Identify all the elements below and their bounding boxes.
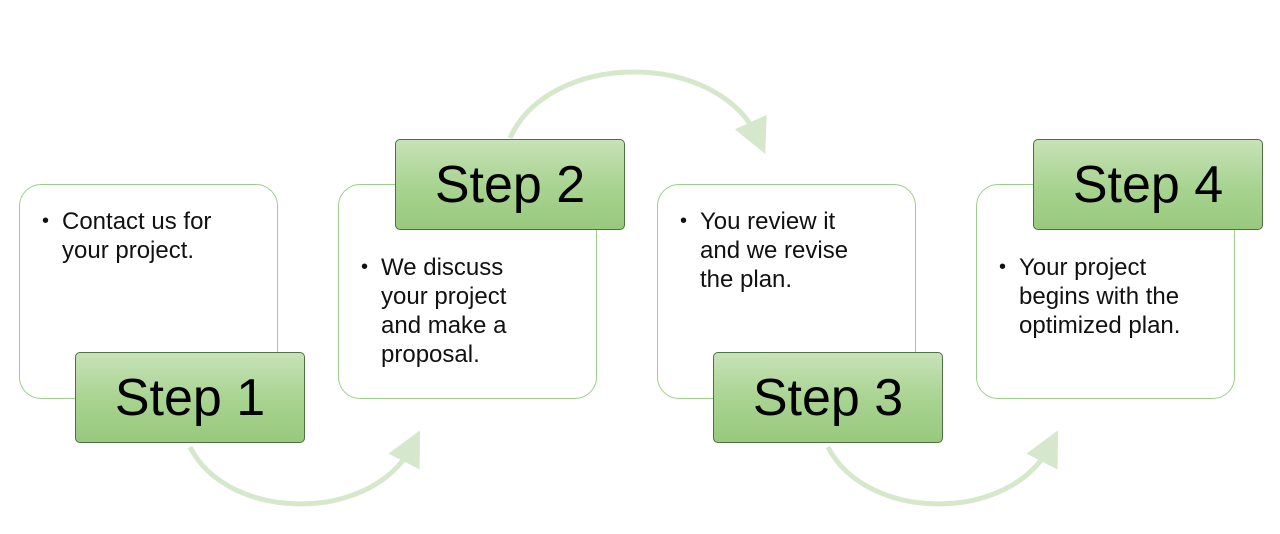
step-3-text: You review it and we revise the plan. <box>680 207 880 294</box>
step-1-card: Contact us for your project. <box>19 184 278 399</box>
arrow-step1-to-step2 <box>187 430 421 507</box>
step-2-text: We discuss your project and make a propo… <box>361 253 551 369</box>
step-3-label: Step 3 <box>713 352 943 443</box>
step-4-bullets: Your project begins with the optimized p… <box>999 253 1214 340</box>
step-3-bullets: You review it and we revise the plan. <box>680 207 880 294</box>
arrow-step3-to-step4 <box>825 430 1059 507</box>
step-2-label: Step 2 <box>395 139 625 230</box>
step-4-text: Your project begins with the optimized p… <box>999 253 1214 340</box>
arrow-step2-to-step3 <box>507 69 767 154</box>
step-4-label: Step 4 <box>1033 139 1263 230</box>
step-2-bullets: We discuss your project and make a propo… <box>361 253 551 369</box>
step-1-label: Step 1 <box>75 352 305 443</box>
step-1-text: Contact us for your project. <box>42 207 264 265</box>
step-1-bullets: Contact us for your project. <box>42 207 264 265</box>
